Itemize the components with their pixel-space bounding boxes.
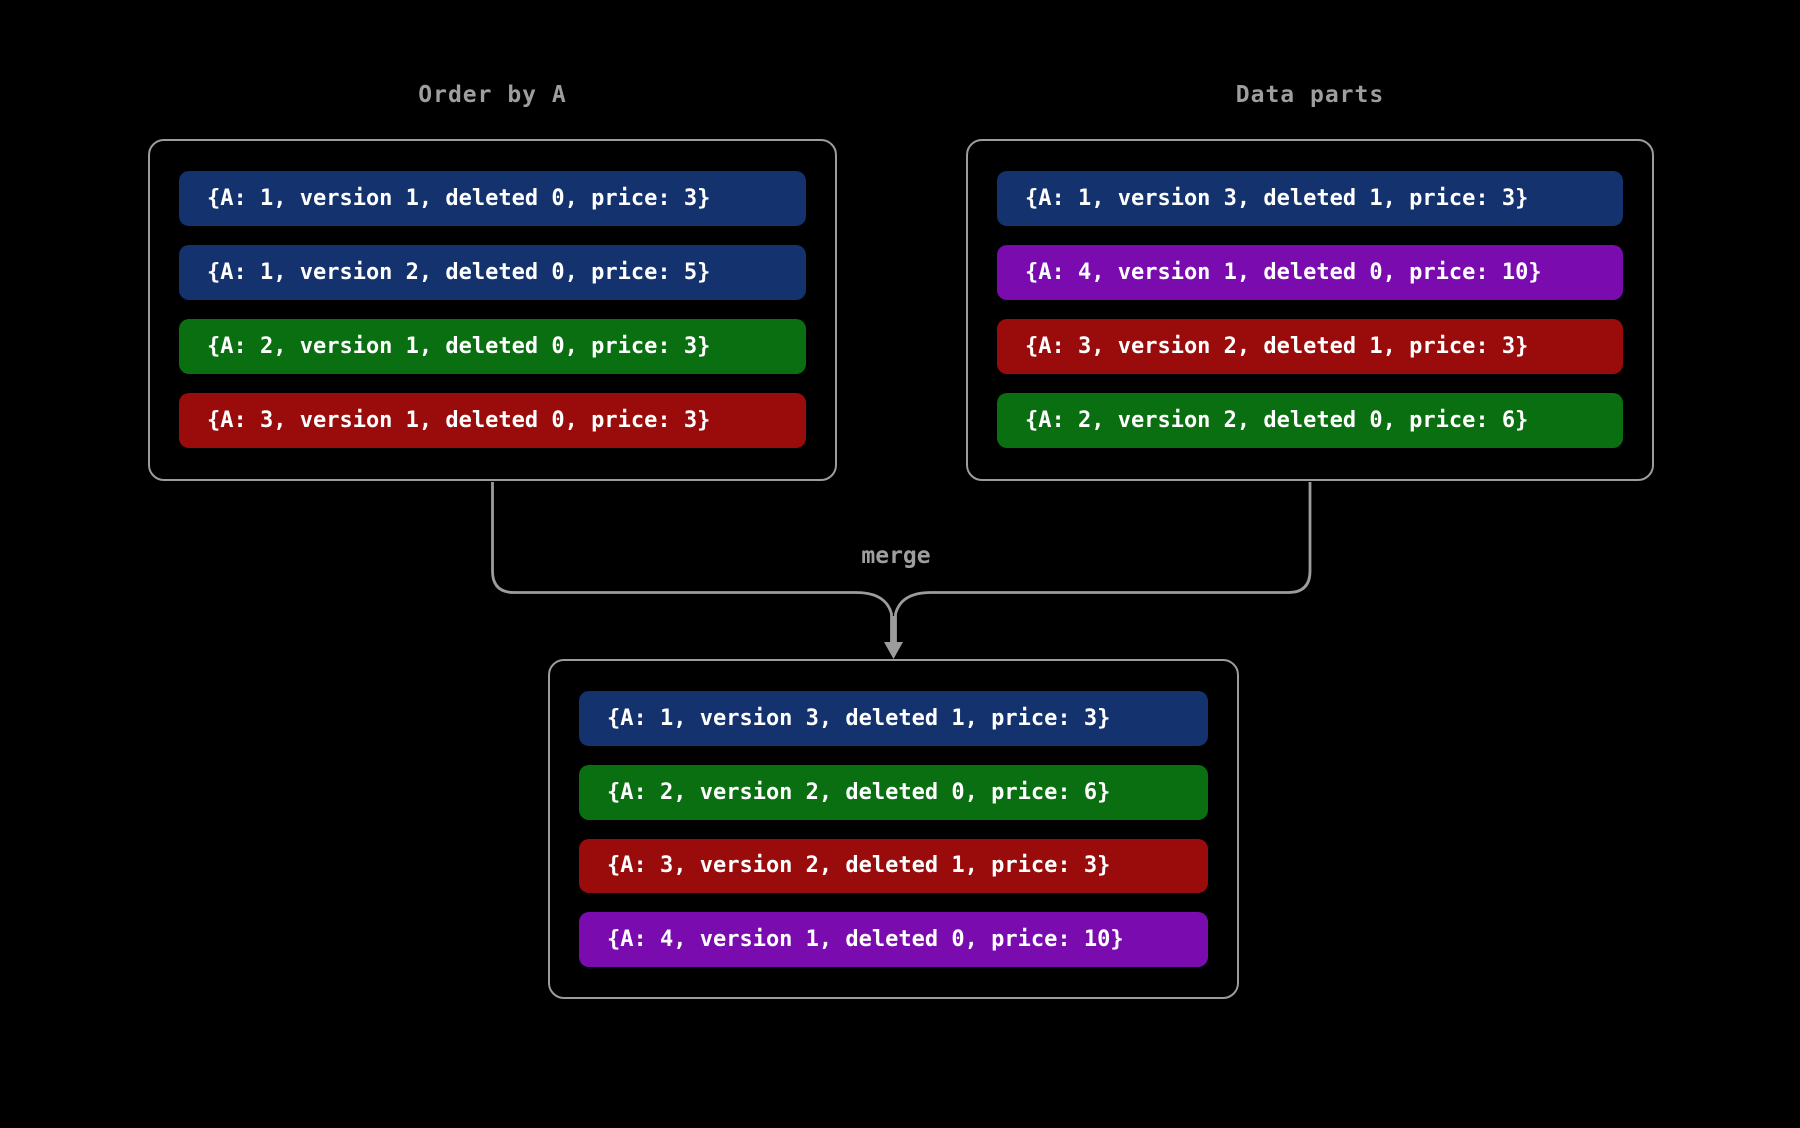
group-box-data-parts: {A: 1, version 3, deleted 1, price: 3} {… [966,139,1654,481]
group-title-order-by-a: Order by A [418,82,567,108]
data-row-pill: {A: 2, version 2, deleted 0, price: 6} [579,764,1208,820]
data-row-pill: {A: 1, version 3, deleted 1, price: 3} [579,691,1208,746]
data-row-pill: {A: 1, version 2, deleted 0, price: 5} [179,245,806,300]
group-title-data-parts: Data parts [1235,82,1385,108]
merge-label: merge [861,543,931,569]
data-row-pill: {A: 4, version 1, deleted 0, price: 10} [997,245,1623,300]
group-box-merged: {A: 1, version 3, deleted 1, price: 3} {… [548,659,1239,999]
data-row-pill: {A: 3, version 2, deleted 1, price: 3} [579,838,1208,894]
data-row-pill: {A: 2, version 1, deleted 0, price: 3} [179,319,806,374]
data-row-pill: {A: 1, version 3, deleted 1, price: 3} [997,171,1623,226]
group-box-order-by-a: {A: 1, version 1, deleted 0, price: 3} {… [148,139,837,481]
data-row-pill: {A: 4, version 1, deleted 0, price: 10} [579,912,1208,967]
data-row-pill: {A: 3, version 1, deleted 0, price: 3} [179,393,806,448]
data-row-pill: {A: 1, version 1, deleted 0, price: 3} [179,171,806,226]
data-row-pill: {A: 2, version 2, deleted 0, price: 6} [997,393,1623,448]
data-row-pill: {A: 3, version 2, deleted 1, price: 3} [997,319,1623,374]
arrow-head-icon [884,642,903,659]
